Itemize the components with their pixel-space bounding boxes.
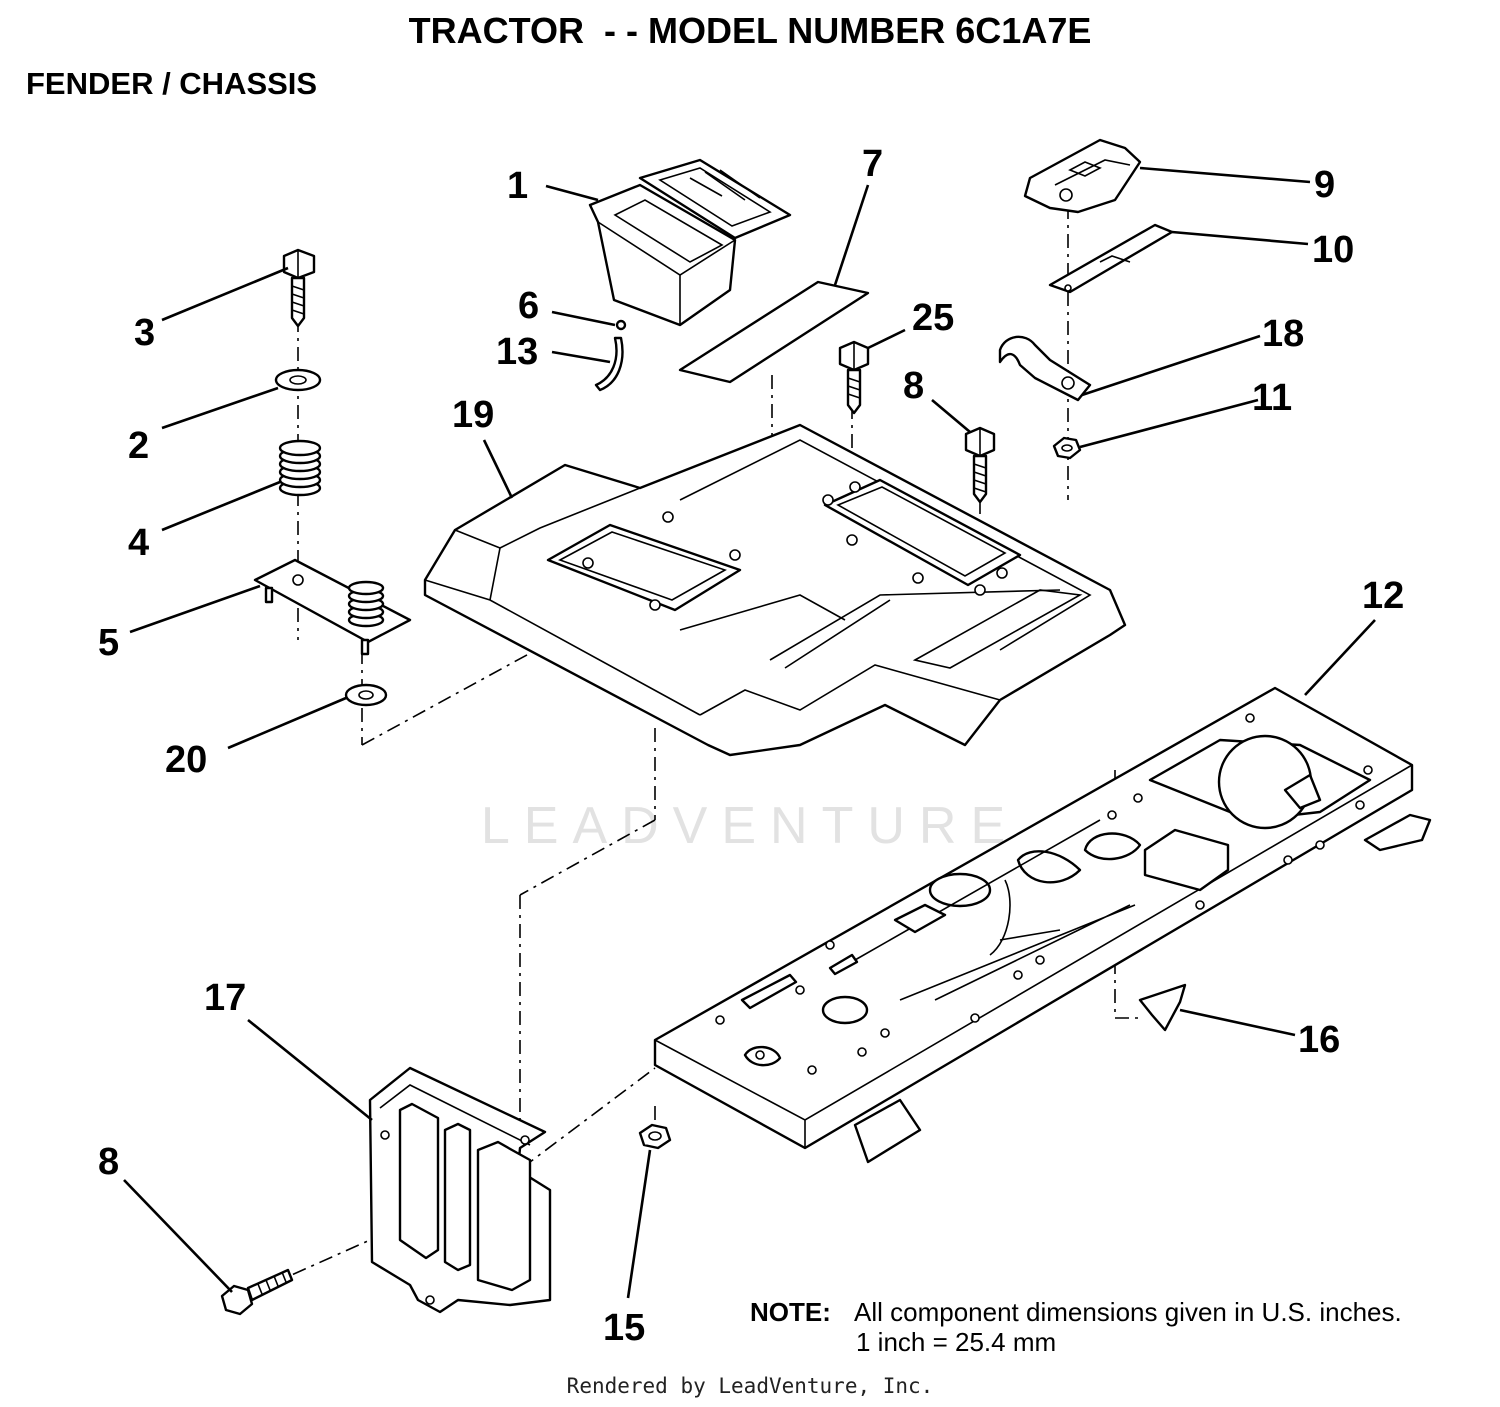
callout-13: 13	[496, 331, 538, 373]
washer-20	[344, 683, 388, 707]
nut-15	[638, 1123, 672, 1150]
fastener-6	[615, 319, 627, 331]
bracket-18	[998, 335, 1092, 402]
bolt-8-lower	[220, 1268, 294, 1316]
bolt-8-upper	[964, 426, 996, 504]
battery-box	[588, 158, 792, 327]
note-line-1: All component dimensions given in U.S. i…	[854, 1297, 1402, 1327]
callout-11: 11	[1252, 377, 1292, 419]
note-line-2: 1 inch = 25.4 mm	[856, 1327, 1057, 1357]
callout-8-lower: 8	[98, 1141, 119, 1183]
shift-plate-9	[1023, 138, 1142, 214]
section-title: FENDER / CHASSIS	[26, 66, 318, 101]
note-label: NOTE:	[750, 1297, 831, 1327]
page-title: TRACTOR - - MODEL NUMBER 6C1A7E	[408, 10, 1092, 51]
washer-2	[274, 368, 322, 392]
callout-25: 25	[912, 297, 954, 339]
nut-11	[1052, 436, 1082, 460]
callout-1: 1	[507, 165, 528, 207]
callout-4: 4	[128, 522, 149, 564]
callout-12: 12	[1362, 575, 1404, 617]
callout-16: 16	[1298, 1019, 1340, 1061]
bolt-25	[838, 340, 870, 415]
callout-9: 9	[1314, 164, 1335, 206]
watermark: LEADVENTURE	[480, 797, 1020, 855]
hose-13	[594, 336, 624, 392]
callout-18: 18	[1262, 313, 1304, 355]
clip-16	[1138, 983, 1187, 1032]
leader-lines	[123, 166, 1376, 1299]
callout-6: 6	[518, 285, 539, 327]
callout-8-upper: 8	[903, 365, 924, 407]
callout-17: 17	[204, 977, 246, 1019]
bolt-3	[282, 248, 316, 328]
callout-3: 3	[134, 312, 155, 354]
bracket-plate-17	[368, 1066, 552, 1314]
callout-7: 7	[862, 143, 883, 185]
chassis-frame-12	[653, 686, 1432, 1164]
fender-19	[423, 423, 1127, 757]
decal-7	[678, 280, 870, 384]
callout-15: 15	[603, 1307, 645, 1349]
callout-labels: 1 6 13 7 3 2 4 5 20 19 25 8 9 10 18 11 1…	[98, 143, 1404, 1349]
callout-19: 19	[452, 394, 494, 436]
callout-10: 10	[1312, 229, 1354, 271]
callout-20: 20	[165, 739, 207, 781]
dimension-note: NOTE: All component dimensions given in U…	[750, 1297, 1402, 1357]
callout-5: 5	[98, 622, 119, 664]
footer-credit: Rendered by LeadVenture, Inc.	[566, 1374, 934, 1398]
spring-4	[278, 439, 322, 497]
spring-plate-5	[253, 558, 412, 656]
callout-2: 2	[128, 425, 149, 467]
